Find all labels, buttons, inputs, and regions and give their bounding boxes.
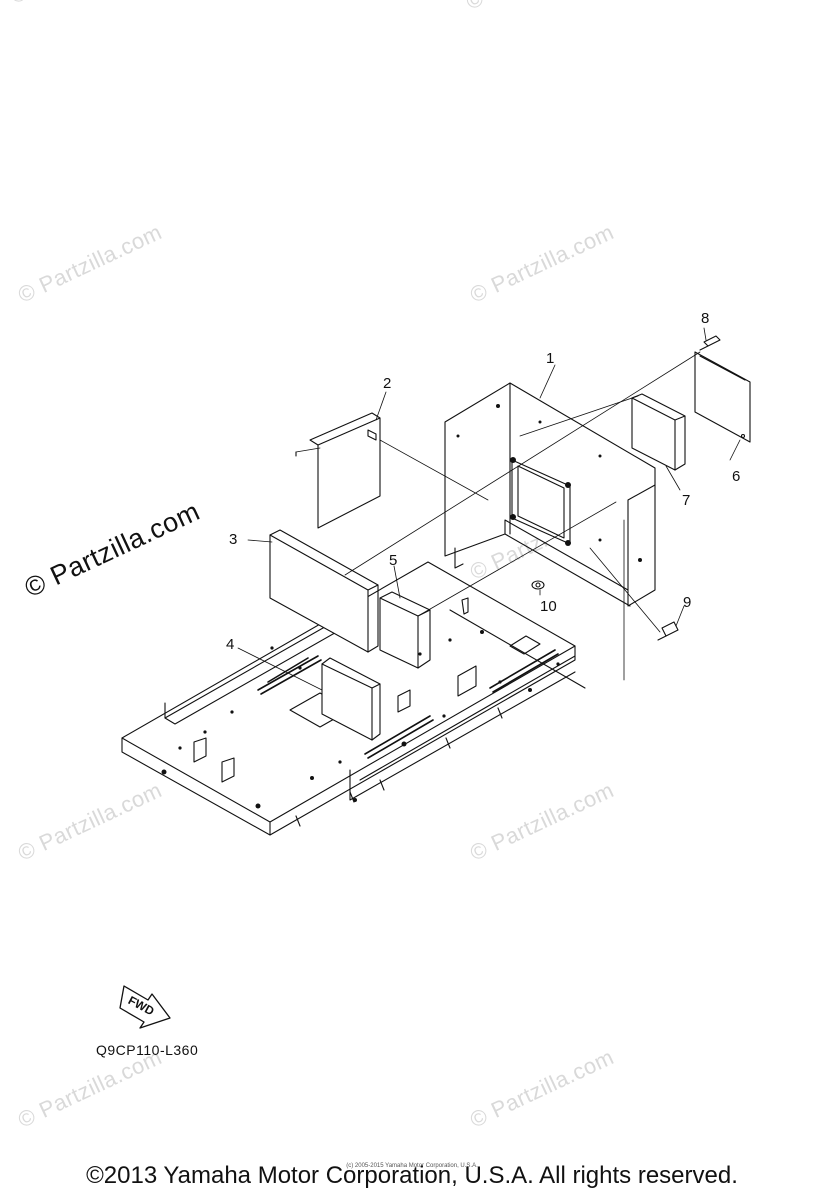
screw-part-9 <box>657 621 679 641</box>
callout-2: 2 <box>383 375 392 392</box>
fine-print: (c) 2005-2015 Yamaha Motor Corporation, … <box>346 1163 478 1169</box>
pad-part-4 <box>321 657 381 741</box>
screw-part-8 <box>699 335 721 351</box>
callout-6: 6 <box>732 468 741 485</box>
pad-part-2 <box>295 412 381 529</box>
diagram-code: Q9CP110-L360 <box>96 1042 199 1058</box>
cover-panel <box>444 382 656 607</box>
leader-lines <box>237 327 741 691</box>
callout-1: 1 <box>546 350 555 367</box>
callout-4: 4 <box>226 636 235 653</box>
callout-5: 5 <box>389 552 398 569</box>
plate-part-6 <box>694 351 751 443</box>
callout-3: 3 <box>229 531 238 548</box>
pad-part-3 <box>269 529 379 653</box>
callout-9: 9 <box>683 594 692 611</box>
callout-10: 10 <box>540 598 557 615</box>
nut-part-10 <box>531 580 545 590</box>
callout-7: 7 <box>682 492 691 509</box>
callout-8: 8 <box>701 310 710 327</box>
copyright-notice: ©2013 Yamaha Motor Corporation, U.S.A. A… <box>86 1162 738 1189</box>
fwd-arrow-icon: FWD <box>119 985 171 1029</box>
